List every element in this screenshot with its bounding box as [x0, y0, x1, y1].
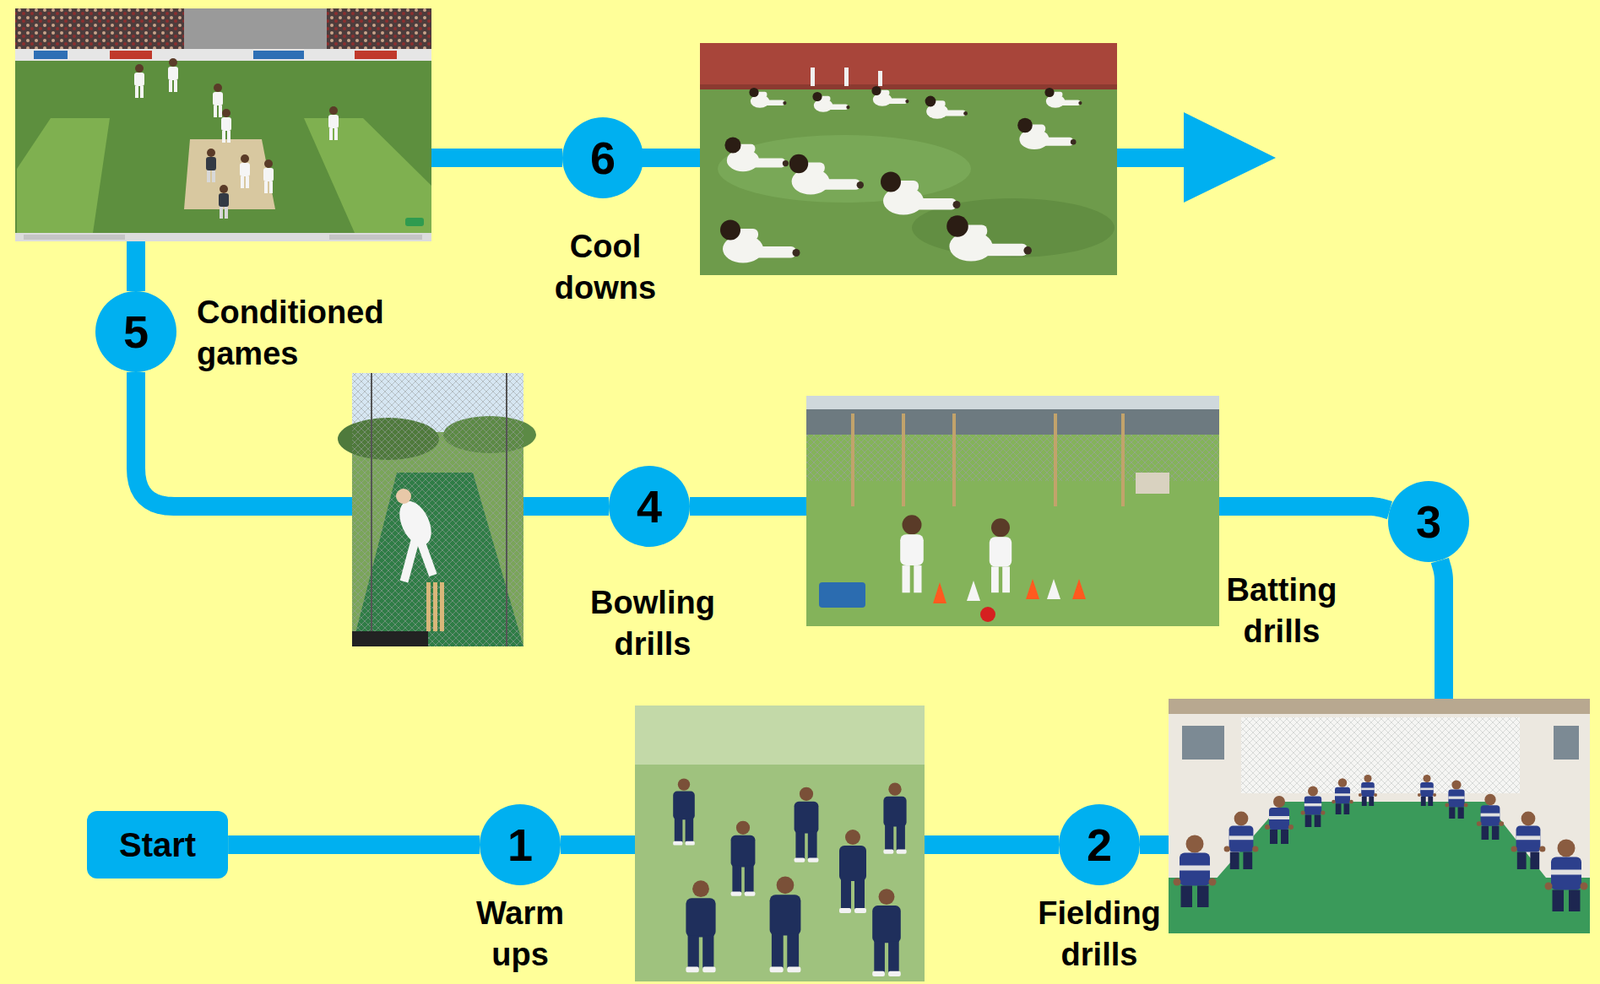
step-label: Warm ups	[448, 893, 592, 977]
game-picture	[15, 8, 432, 242]
step-number: 3	[1388, 481, 1470, 563]
fielding-picture	[1168, 699, 1590, 934]
warmup-picture	[634, 705, 925, 982]
step-circle: 3Batting drills	[1388, 481, 1470, 563]
step-number: 2	[1058, 804, 1140, 886]
step-label: Batting drills	[1209, 569, 1354, 654]
step-circle: 1Warm ups	[479, 804, 561, 886]
start-box: Start	[86, 811, 228, 879]
step-label: Bowling drills	[580, 582, 725, 667]
step-label: Conditioned games	[196, 292, 408, 376]
step-label: Cool downs	[533, 226, 678, 310]
step-number: 5	[95, 291, 177, 373]
step-circle: 6Cool downs	[562, 117, 644, 199]
step-circle: 2Fielding drills	[1058, 804, 1140, 886]
end-arrowhead	[1183, 112, 1276, 203]
step-label: Fielding drills	[1027, 893, 1172, 977]
step-number: 4	[608, 466, 690, 548]
step-number: 6	[562, 117, 644, 199]
bowling-picture	[337, 373, 537, 647]
batting-picture	[806, 395, 1220, 627]
cooldown-picture	[699, 43, 1118, 276]
step-circle: 5Conditioned games	[95, 291, 177, 373]
step-circle: 4Bowling drills	[608, 466, 690, 548]
start-label: Start	[119, 824, 196, 866]
step-number: 1	[479, 804, 561, 886]
flow-connector	[227, 835, 480, 855]
